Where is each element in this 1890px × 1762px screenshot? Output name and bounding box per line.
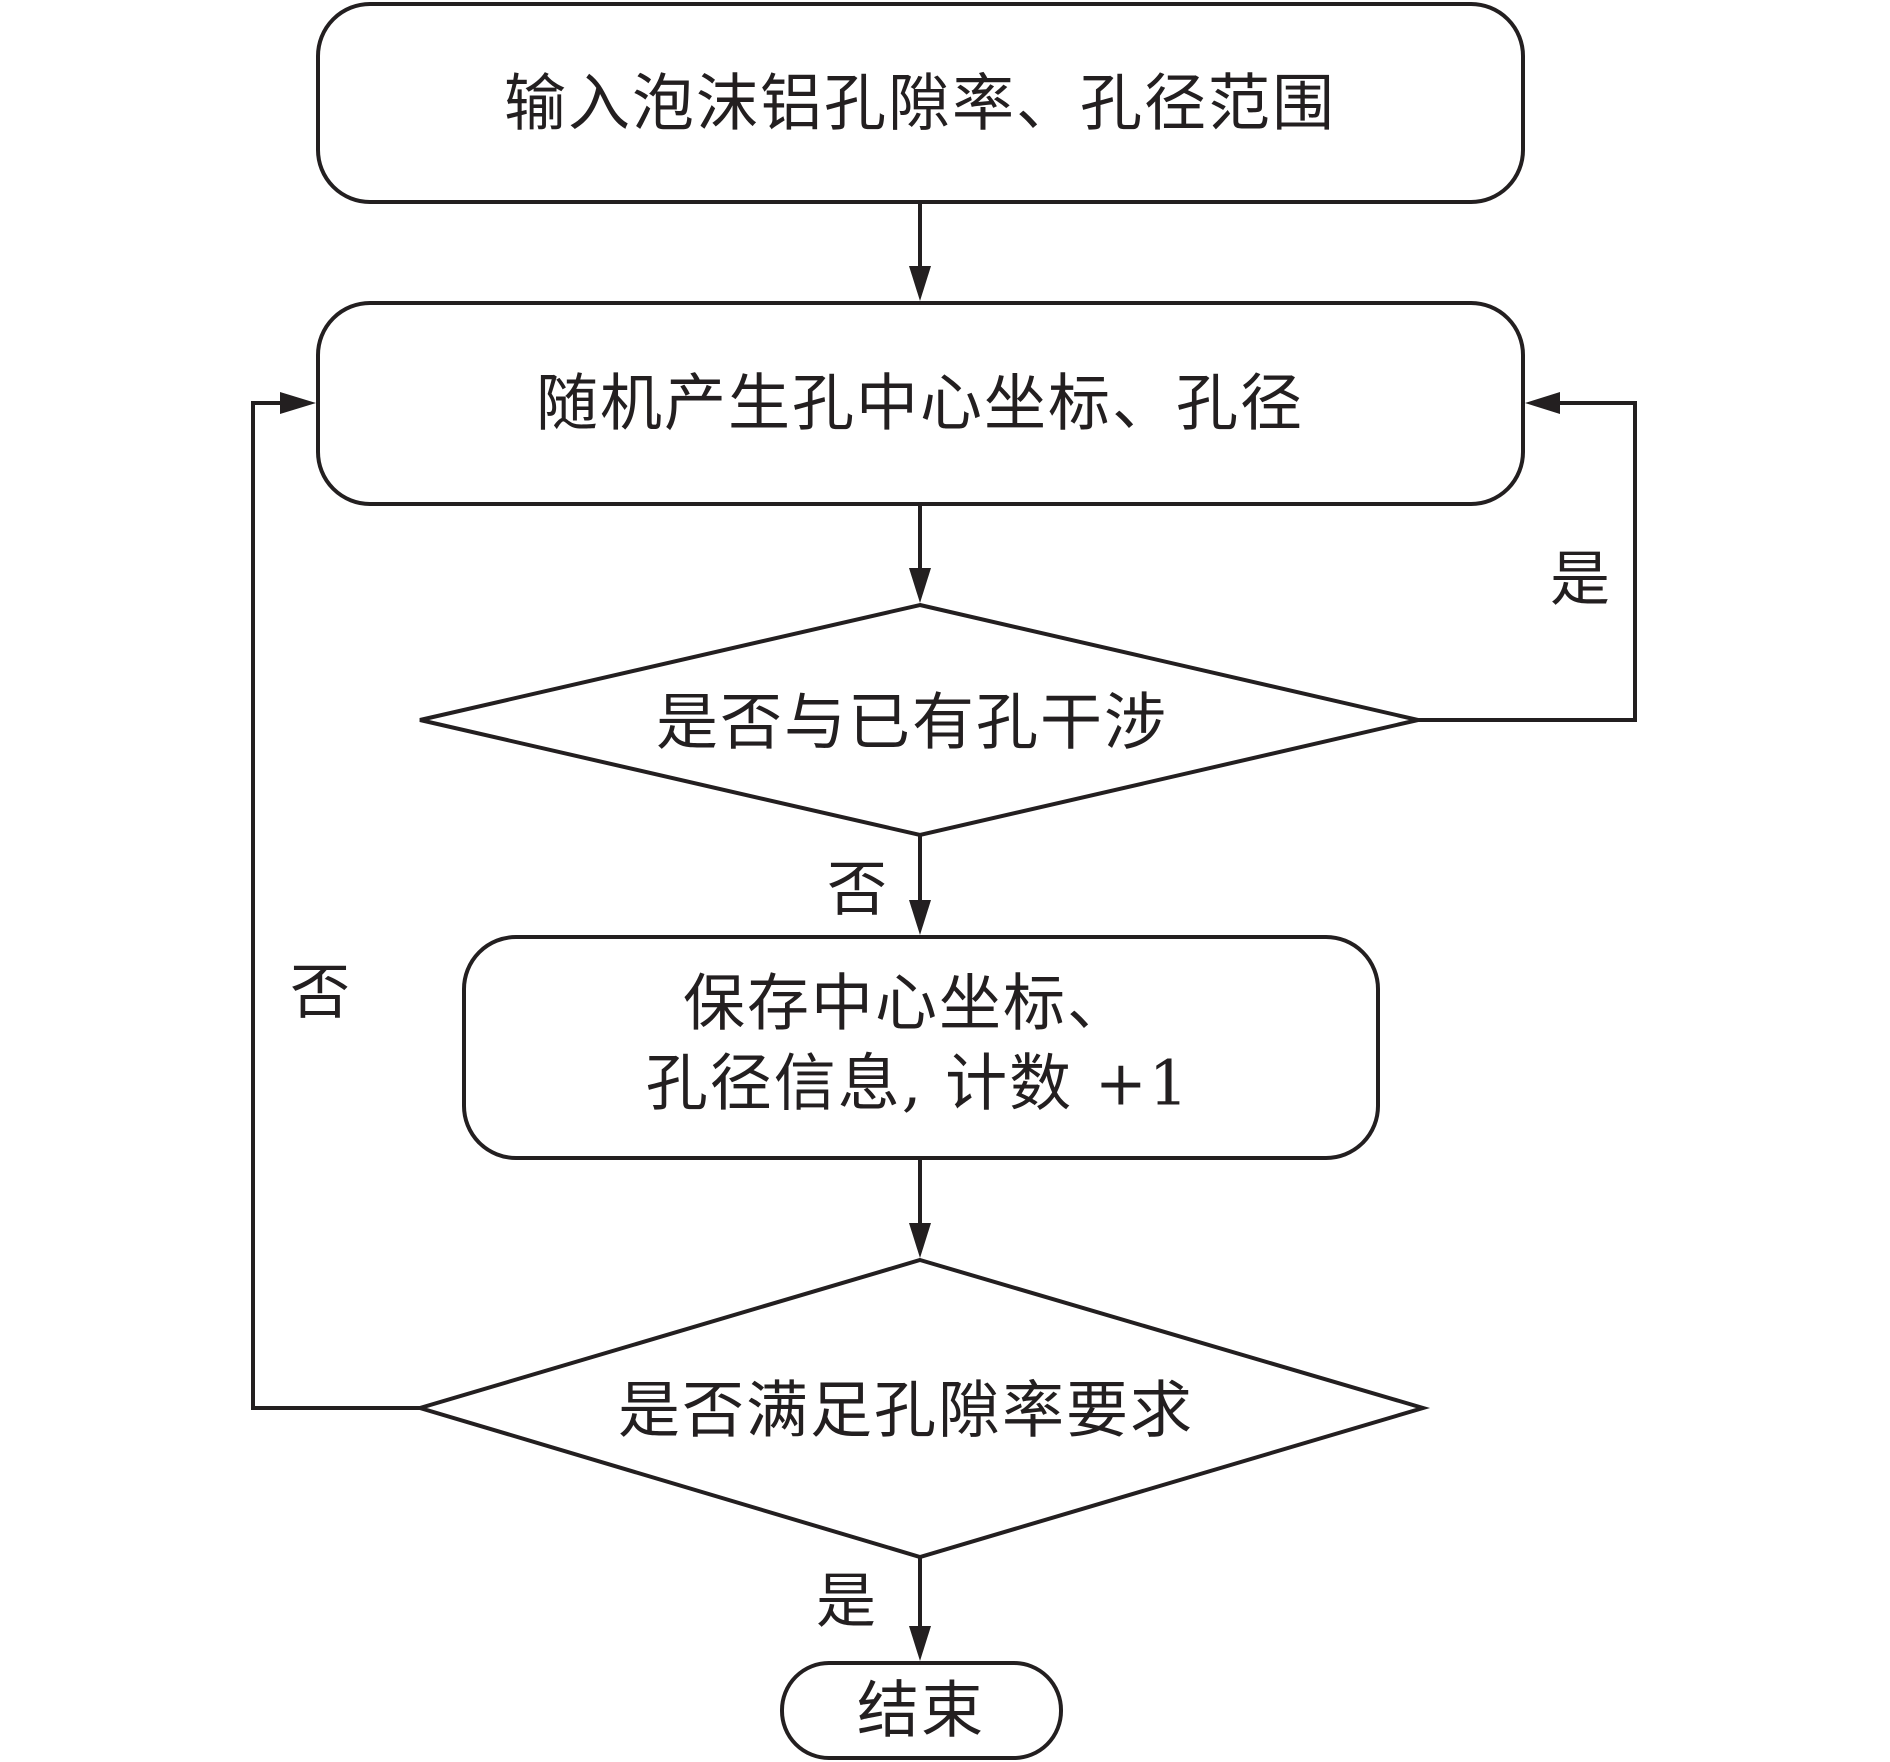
input-process-label: 输入泡沫铝孔隙率、孔径范围 <box>504 67 1336 140</box>
generate-process-label: 随机产生孔中心坐标、孔径 <box>536 367 1304 440</box>
interference-decision-label: 是否与已有孔干涉 <box>656 686 1168 759</box>
arrowhead-interference-yes-loop <box>1525 392 1560 414</box>
end-terminal-label: 结束 <box>857 1674 985 1747</box>
save-process-label-line2: 孔径信息, 计数 +1 <box>646 1047 1191 1120</box>
arrowhead-porosity-no-loop <box>280 392 316 414</box>
edge-label-porosity-no: 否 <box>290 958 350 1028</box>
edge-label-interference-yes: 是 <box>1550 545 1610 615</box>
end-terminal <box>780 1661 1063 1760</box>
edge-label-porosity-yes: 是 <box>816 1567 876 1637</box>
arrowhead-interference-to-save <box>909 900 931 935</box>
edge-label-interference-no: 否 <box>827 855 887 925</box>
porosity-decision-label: 是否满足孔隙率要求 <box>618 1374 1194 1447</box>
arrowhead-save-to-porosity <box>909 1223 931 1258</box>
connector-porosity-no-loop <box>251 401 420 1410</box>
arrowhead-input-to-generate <box>909 266 931 301</box>
save-process-label-line1: 保存中心坐标、 <box>683 967 1131 1040</box>
arrowhead-porosity-to-end <box>909 1626 931 1661</box>
arrowhead-generate-to-interference <box>909 568 931 603</box>
connector-interference-yes-loop <box>1418 401 1637 722</box>
